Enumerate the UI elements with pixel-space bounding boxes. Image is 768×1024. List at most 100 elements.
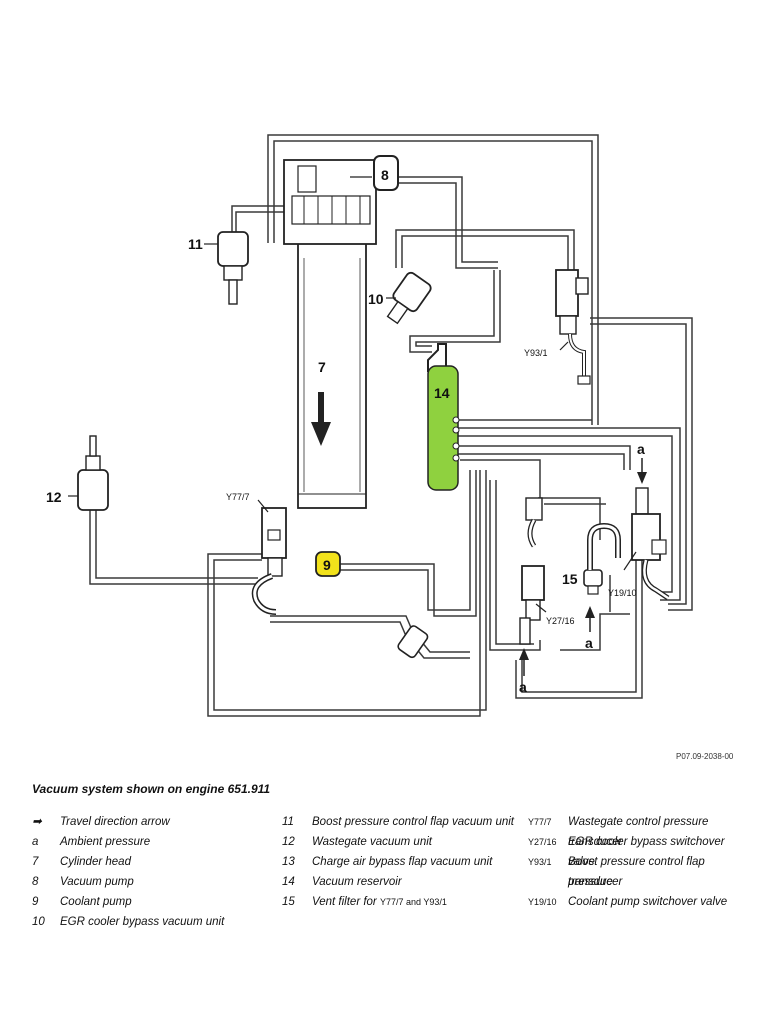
- vacuum-line: [401, 235, 569, 280]
- vacuum-line: [235, 211, 296, 232]
- ambient-pressure-arrow: [585, 606, 595, 632]
- vacuum-line: [458, 427, 681, 601]
- label-y77-7: Y77/7: [226, 492, 250, 502]
- figure-caption: Vacuum system shown on engine 651.911: [32, 782, 271, 796]
- legend-text: EGR cooler bypass vacuum unit: [60, 916, 225, 928]
- vacuum-line: [340, 470, 477, 617]
- legend-item: 7 Cylinder head: [32, 852, 262, 872]
- legend-column-2: 11 Boost pressure control flap vacuum uni…: [282, 812, 522, 912]
- cylinder-head: [283, 159, 377, 509]
- legend-text: Vacuum reservoir: [312, 876, 402, 888]
- egr-bypass-vacuum-unit-10: [386, 271, 432, 325]
- vacuum-line: [231, 205, 296, 232]
- label-7: 7: [318, 359, 326, 375]
- vacuum-line: [521, 556, 637, 693]
- label-15: 15: [562, 571, 578, 587]
- legend-key: 11: [282, 816, 294, 828]
- travel-direction-arrow: [311, 392, 331, 446]
- vacuum-reservoir-14: [427, 343, 460, 491]
- label-y19-10: Y19/10: [608, 588, 637, 598]
- legend-key: Y27/16: [528, 837, 557, 847]
- legend-column-3: Y77/7 Wastegate control pressure transduc…: [528, 812, 750, 912]
- legend-text-wrap: Vent filter for Y77/7 and Y93/1: [312, 892, 447, 912]
- legend-item: a Ambient pressure: [32, 832, 262, 852]
- vacuum-line: [458, 445, 631, 470]
- legend-column-1: ➡ Travel direction arrow a Ambient pressur…: [32, 812, 262, 932]
- coolant-pump-switchover-valve-y19-10: [623, 487, 670, 601]
- legend-text-cont: transducer: [568, 876, 623, 888]
- label-9: 9: [323, 557, 331, 573]
- legend-key: ➡: [32, 816, 42, 828]
- label-10: 10: [368, 291, 384, 307]
- egr-bypass-switchover-valve-y27-16: [519, 497, 547, 645]
- label-11: 11: [188, 236, 203, 252]
- legend-key: 8: [32, 876, 39, 888]
- vacuum-line: [395, 229, 575, 280]
- legend-key: 7: [32, 856, 39, 868]
- label-y93-1: Y93/1: [524, 348, 548, 358]
- figure-reference: P07.09-2038-00: [676, 752, 734, 761]
- vacuum-pump-8: [373, 155, 399, 191]
- charge-air-bypass-flap-unit: [397, 625, 429, 659]
- legend-key: 9: [32, 896, 39, 908]
- legend-text: Boost pressure control flap pressure: [568, 856, 705, 888]
- vacuum-line: [590, 323, 687, 605]
- legend-item: 10 EGR cooler bypass vacuum unit: [32, 912, 262, 932]
- vacuum-line: [590, 317, 693, 611]
- label-12: 12: [46, 489, 62, 505]
- legend-key: 10: [32, 916, 45, 928]
- vacuum-line: [415, 270, 501, 347]
- wastegate-pressure-transducer-y77-7: [251, 499, 287, 615]
- vacuum-lines: [89, 134, 693, 717]
- legend-item: Y27/16 EGR cooler bypass switchover valve: [528, 832, 750, 868]
- legend-key: a: [32, 836, 39, 848]
- legend-text: Boost pressure control flap vacuum unit: [312, 816, 514, 828]
- boost-flap-vacuum-unit-11: [204, 231, 249, 305]
- legend-item: Y19/10 Coolant pump switchover valve: [528, 892, 750, 912]
- legend-text: Wastegate control pressure transducer: [568, 816, 709, 848]
- vacuum-line: [489, 480, 541, 651]
- label-y27-16: Y27/16: [546, 616, 575, 626]
- legend-key: 13: [282, 856, 295, 868]
- vacuum-line: [207, 470, 481, 717]
- vacuum-line: [398, 182, 498, 269]
- ambient-pressure-arrow: [637, 458, 647, 484]
- legend-item: Y77/7 Wastegate control pressure transduc…: [528, 812, 750, 848]
- label-ambient-a: a: [519, 679, 527, 695]
- legend-key: Y19/10: [528, 897, 557, 907]
- legend-text: Ambient pressure: [60, 836, 151, 848]
- boost-flap-pressure-transducer-y93-1: [555, 269, 591, 385]
- legend-text: Wastegate vacuum unit: [312, 836, 432, 848]
- label-ambient-a: a: [585, 635, 593, 651]
- vacuum-line: [267, 134, 599, 425]
- label-ambient-a: a: [637, 441, 645, 457]
- legend-text: Coolant pump: [60, 896, 132, 908]
- vacuum-line: [460, 459, 541, 500]
- legend-text: Charge air bypass flap vacuum unit: [312, 856, 493, 868]
- legend-item: Y93/1 Boost pressure control flap pressur…: [528, 852, 750, 892]
- legend-item: 8 Vacuum pump: [32, 872, 262, 892]
- legend-item: 9 Coolant pump: [32, 892, 262, 912]
- legend-text: Cylinder head: [60, 856, 131, 868]
- vacuum-line: [95, 510, 258, 579]
- legend-key: Y77/7: [528, 817, 552, 827]
- wastegate-vacuum-unit-12: [68, 435, 109, 511]
- legend-item: 13 Charge air bypass flap vacuum unit: [282, 852, 522, 872]
- vacuum-line: [458, 435, 673, 593]
- legend-text: Travel direction arrow: [60, 816, 170, 828]
- legend-key: 14: [282, 876, 295, 888]
- legend-text: EGR cooler bypass switchover valve: [568, 836, 725, 868]
- vacuum-line: [458, 453, 625, 470]
- vent-filter-15: [583, 522, 621, 595]
- legend-item: 14 Vacuum reservoir: [282, 872, 522, 892]
- vacuum-line: [560, 613, 630, 651]
- label-8: 8: [381, 167, 389, 183]
- vacuum-line: [340, 470, 471, 611]
- legend-text: Vacuum pump: [60, 876, 134, 888]
- legend-key: Y93/1: [528, 857, 552, 867]
- legend-text: Vent filter for: [312, 896, 377, 908]
- legend-key: 15: [282, 896, 295, 908]
- legend-text: Coolant pump switchover valve: [568, 896, 728, 908]
- ambient-pressure-arrow: [519, 648, 529, 676]
